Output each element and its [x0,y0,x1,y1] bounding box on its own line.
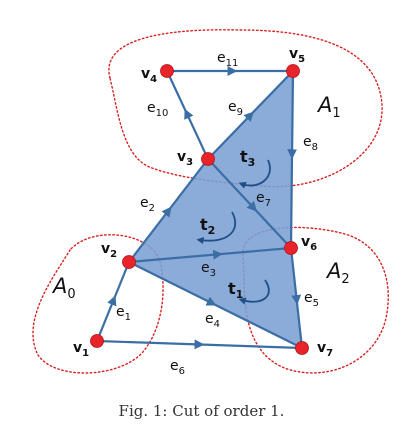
edge-e2-label: e2 [140,195,155,214]
vertex-v4 [160,64,174,78]
face-t2-label: t2 [200,215,215,237]
edge-e2-arrow [161,206,172,218]
edge-e5-label: e5 [304,290,319,309]
edge-e9-arrow [243,111,254,122]
edge-e3 [128,246,292,264]
face-t1 [129,248,302,348]
vertex-v7-label: v7 [317,340,333,359]
edge-e9-label: e9 [228,99,243,118]
edge-e4-arrow [205,296,217,306]
edge-e1-label: e1 [116,304,131,323]
edge-e6-label: e6 [170,358,185,377]
vertex-v7 [295,341,309,355]
edge-e4-label: e4 [205,311,220,330]
vertex-v6 [284,241,298,255]
face-t1-label: t1 [228,279,243,301]
vertex-v1 [90,334,104,348]
vertex-v3-label: v3 [177,149,193,168]
edge-e1-arrow [107,295,117,307]
vertex-v4-label: v4 [141,66,157,85]
edge-e10-label: e10 [147,100,168,119]
vertex-v1-label: v1 [73,340,89,359]
vertex-v2-label: v2 [101,241,117,260]
region-a0-boundary [32,234,164,374]
vertex-v6-label: v6 [301,234,317,253]
edge-e11-label: e11 [217,50,238,69]
vertex-v3 [201,152,215,166]
face-t3 [208,71,293,248]
region-a1-label: A1 [316,93,341,121]
region-a0-label: A0 [51,274,76,302]
region-a1-boundary [108,29,383,188]
edge-e8-label: e8 [303,134,318,153]
edge-e7-arrow [246,200,258,212]
edge-e8 [289,70,295,249]
face-t1-orientation-arrow [238,279,270,305]
edge-e3-label: e3 [201,260,216,279]
region-a2-label: A2 [325,259,350,287]
face-t3-label: t3 [240,147,255,169]
face-t2 [129,159,291,262]
face-t2-orientation-arrow [196,211,237,245]
vertex-v5 [286,64,300,78]
figure-caption: Fig. 1: Cut of order 1. [118,402,285,420]
vertex-v5-label: v5 [289,46,305,65]
vertex-v2 [122,255,136,269]
face-t3-orientation-arrow [238,159,271,189]
edge-e7-label: e7 [256,190,271,209]
edge-e10-arrow [184,108,194,120]
